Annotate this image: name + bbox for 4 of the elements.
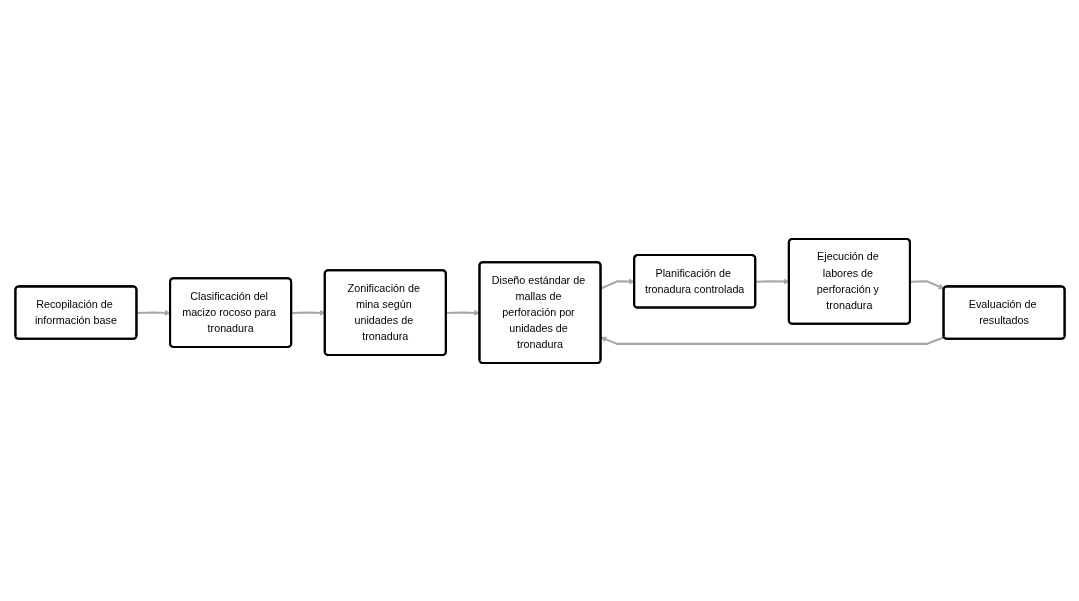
- arrow: [755, 278, 789, 284]
- arrow: [909, 279, 944, 289]
- arrow: [290, 309, 325, 316]
- arrow: [600, 335, 945, 345]
